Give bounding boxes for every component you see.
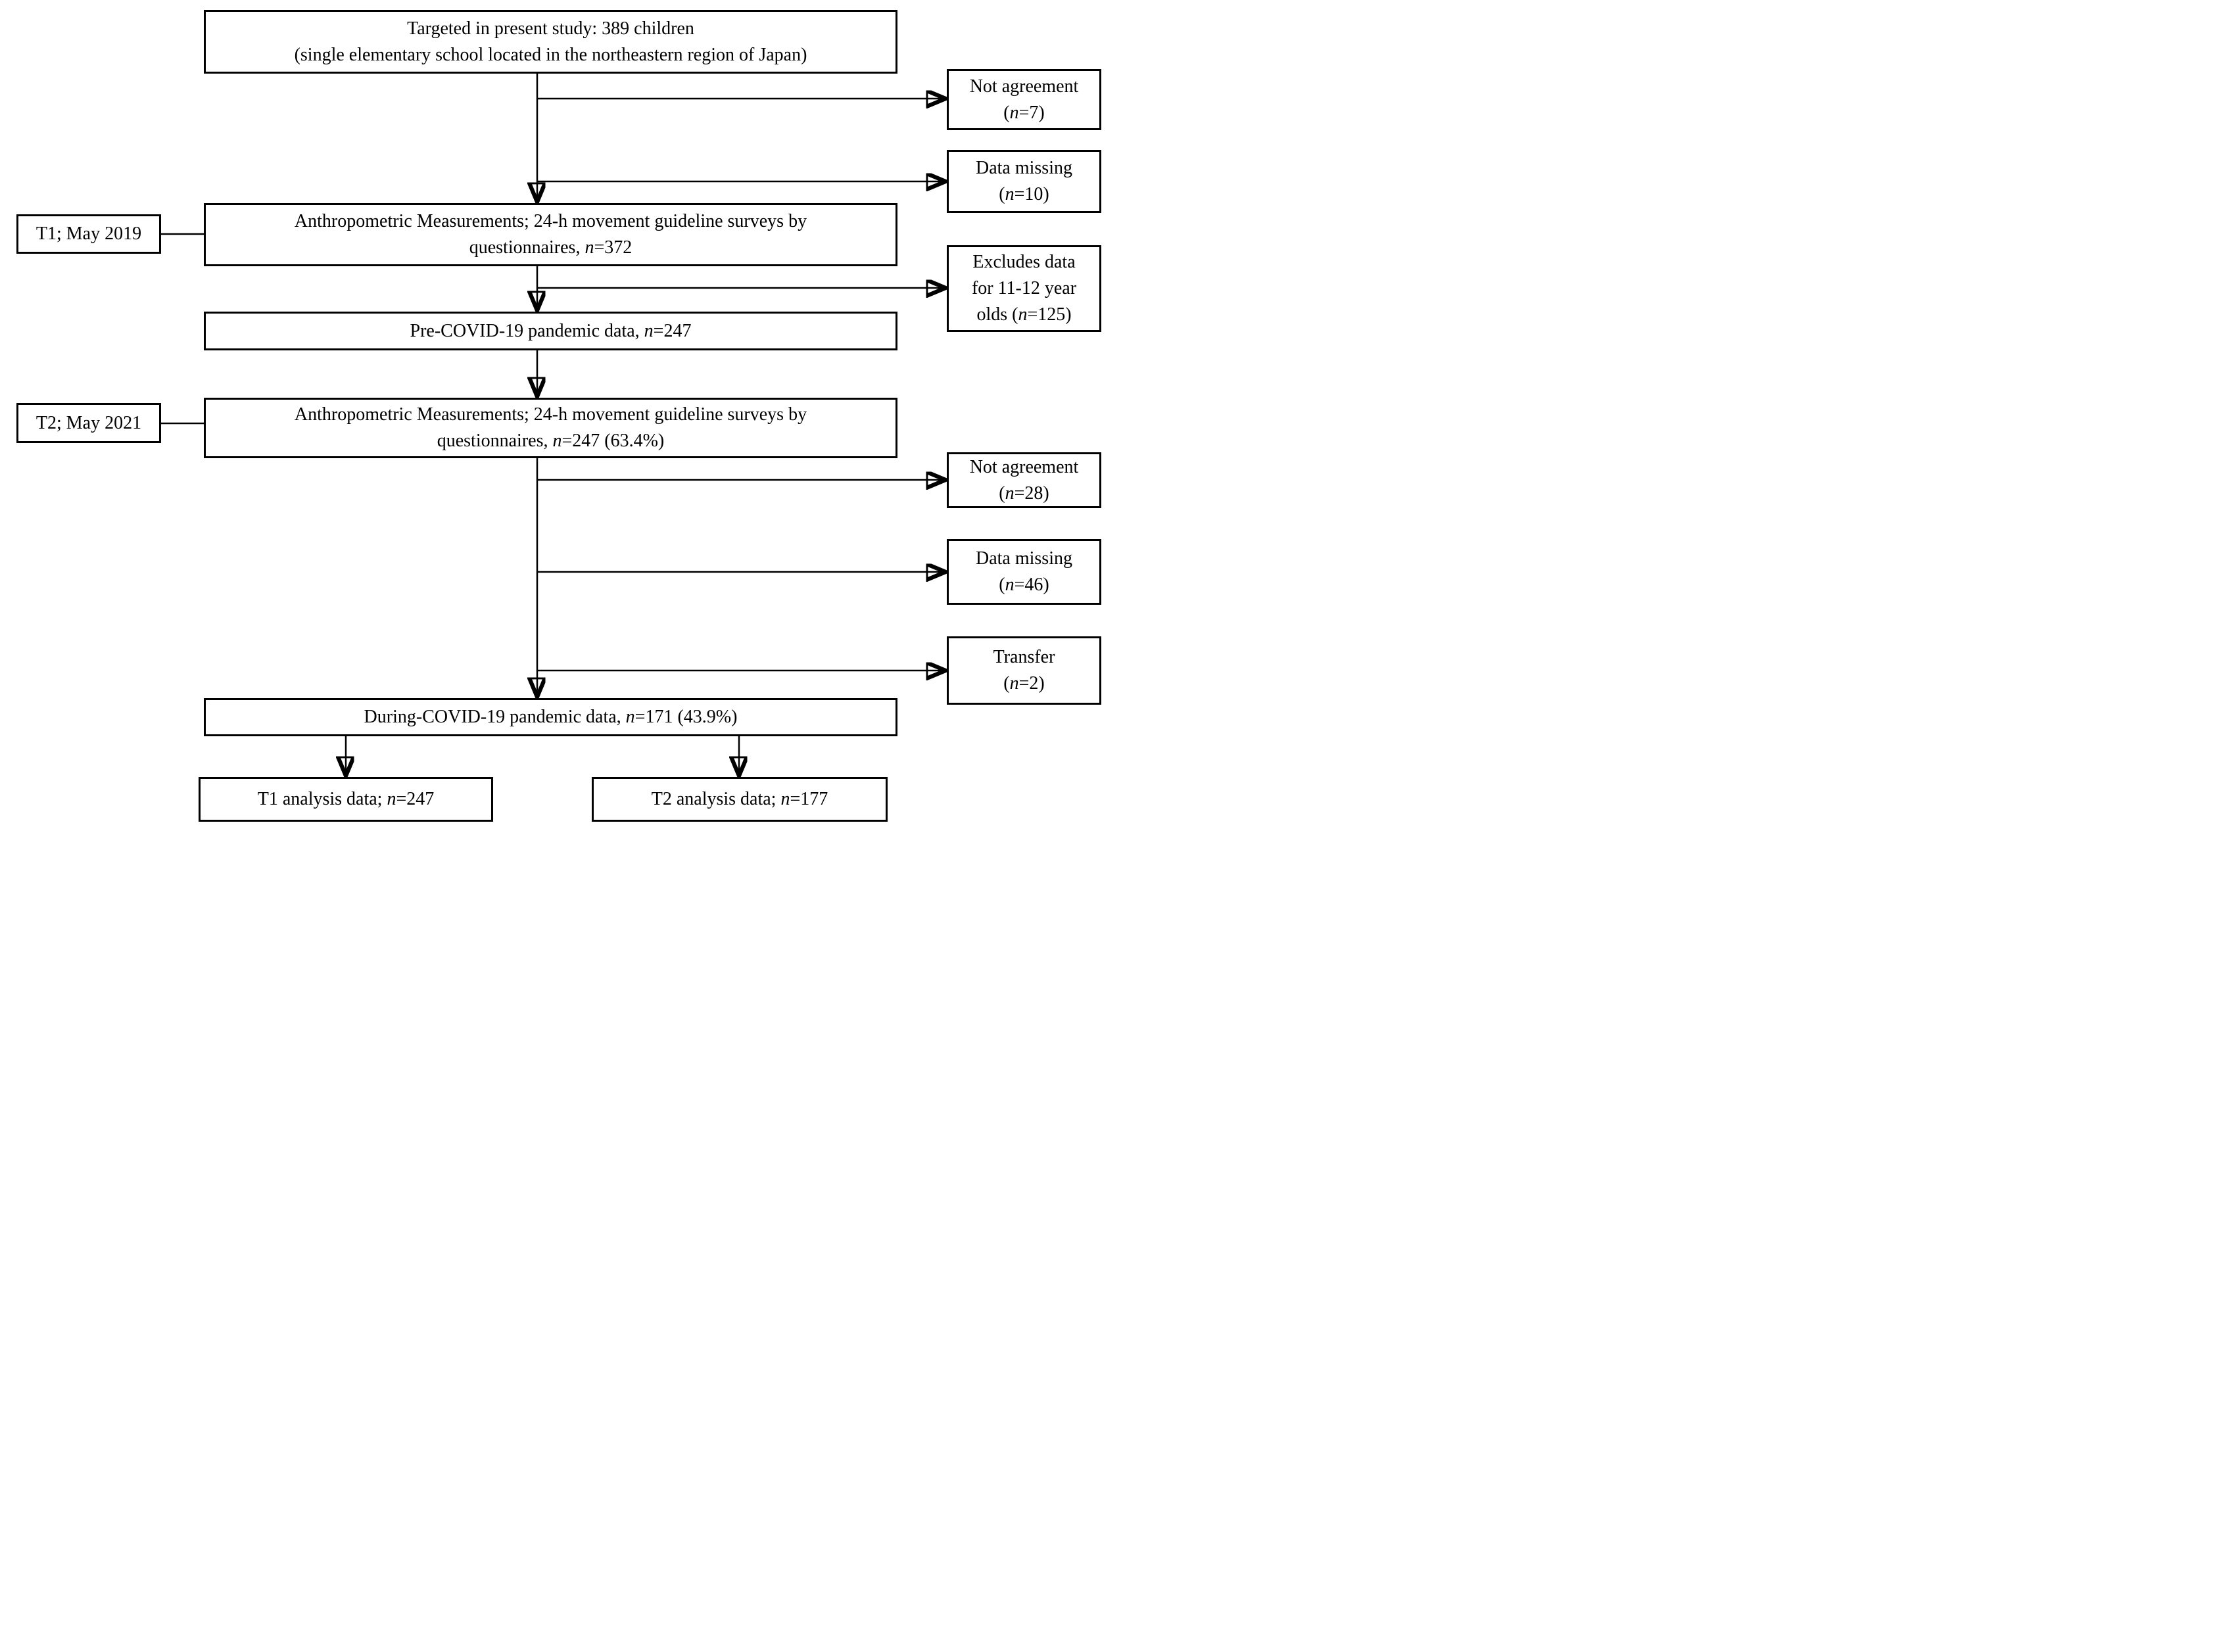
n-variable: n	[644, 320, 654, 341]
paren-open: (	[999, 483, 1005, 504]
n-variable: n	[585, 237, 594, 258]
count-value: =372	[594, 237, 633, 258]
data-missing-t1-label: Data missing	[976, 158, 1072, 179]
box-during-covid: During-COVID-19 pandemic data, n=171 (43…	[204, 698, 897, 736]
box-pre-covid: Pre-COVID-19 pandemic data, n=247	[204, 312, 897, 350]
count-value: =247	[653, 320, 692, 341]
n-variable: n	[1018, 304, 1028, 325]
box-targeted: Targeted in present study: 389 children …	[204, 10, 897, 74]
not-agreement-t1-label: Not agreement	[969, 76, 1079, 97]
t1-analysis-text: T1 analysis data; n=247	[258, 786, 435, 813]
targeted-line1: Targeted in present study: 389 children	[407, 18, 694, 39]
paren-open: (	[1003, 102, 1010, 123]
data-missing-t1-count: (n=10)	[999, 181, 1049, 208]
paren-open: (	[999, 575, 1005, 595]
t1-survey-line1: Anthropometric Measurements; 24-h moveme…	[294, 211, 807, 232]
count-value: =247	[396, 789, 435, 810]
count-value: =28)	[1014, 483, 1049, 504]
excludes-line3: olds (n=125)	[976, 302, 1071, 328]
excludes-line3-text: olds (	[976, 304, 1018, 325]
t1-timepoint-text: T1; May 2019	[36, 224, 142, 245]
count-value: =177	[790, 789, 828, 810]
t2-survey-line1: Anthropometric Measurements; 24-h moveme…	[294, 404, 807, 425]
n-variable: n	[625, 707, 635, 728]
flow-diagram: Targeted in present study: 389 children …	[0, 0, 1110, 826]
box-t1-timepoint-label: T1; May 2019	[16, 214, 161, 254]
n-variable: n	[1005, 184, 1015, 204]
box-data-missing-t2: Data missing (n=46)	[947, 539, 1101, 605]
count-value: =46)	[1014, 575, 1049, 595]
t1-survey-line2: questionnaires, n=372	[469, 235, 633, 261]
box-t2-timepoint-label: T2; May 2021	[16, 403, 161, 443]
pre-covid-text: Pre-COVID-19 pandemic data, n=247	[410, 318, 692, 344]
t2-analysis-text: T2 analysis data; n=177	[652, 786, 828, 813]
count-value: =125)	[1027, 304, 1072, 325]
not-agreement-t1-count: (n=7)	[1003, 100, 1044, 126]
count-value: =7)	[1018, 102, 1045, 123]
t1-analysis-label: T1 analysis data;	[257, 789, 387, 810]
n-variable: n	[1009, 102, 1019, 123]
t1-survey-line2-text: questionnaires,	[469, 237, 585, 258]
box-t2-analysis: T2 analysis data; n=177	[592, 777, 888, 822]
during-covid-text: During-COVID-19 pandemic data, n=171 (43…	[364, 704, 738, 730]
t2-analysis-label: T2 analysis data;	[651, 789, 781, 810]
box-t2-survey: Anthropometric Measurements; 24-h moveme…	[204, 398, 897, 458]
box-t1-survey: Anthropometric Measurements; 24-h moveme…	[204, 203, 897, 266]
data-missing-t2-label: Data missing	[976, 548, 1072, 569]
excludes-line2: for 11-12 year	[971, 278, 1077, 299]
during-covid-label: During-COVID-19 pandemic data,	[364, 707, 626, 728]
transfer-count: (n=2)	[1003, 671, 1044, 697]
count-value: =247 (63.4%)	[561, 431, 665, 451]
targeted-line2: (single elementary school located in the…	[294, 44, 807, 65]
connector-lines	[161, 74, 1110, 826]
count-value: =171 (43.9%)	[634, 707, 738, 728]
paren-open: (	[1003, 673, 1010, 694]
box-data-missing-t1: Data missing (n=10)	[947, 150, 1101, 213]
box-not-agreement-t2: Not agreement (n=28)	[947, 452, 1101, 508]
box-not-agreement-t1: Not agreement (n=7)	[947, 69, 1101, 130]
t2-timepoint-text: T2; May 2021	[36, 412, 142, 433]
box-excludes-11-12: Excludes data for 11-12 year olds (n=125…	[947, 245, 1101, 332]
transfer-label: Transfer	[993, 647, 1055, 668]
n-variable: n	[780, 789, 790, 810]
n-variable: n	[1005, 575, 1015, 595]
data-missing-t2-count: (n=46)	[999, 572, 1049, 598]
count-value: =2)	[1018, 673, 1045, 694]
box-t1-analysis: T1 analysis data; n=247	[199, 777, 493, 822]
t2-survey-line2-text: questionnaires,	[437, 431, 553, 451]
n-variable: n	[1009, 673, 1019, 694]
excludes-line1: Excludes data	[972, 252, 1076, 273]
pre-covid-label: Pre-COVID-19 pandemic data,	[410, 320, 644, 341]
not-agreement-t2-label: Not agreement	[969, 456, 1079, 477]
n-variable: n	[552, 431, 562, 451]
n-variable: n	[387, 789, 396, 810]
box-transfer: Transfer (n=2)	[947, 636, 1101, 705]
not-agreement-t2-count: (n=28)	[999, 481, 1049, 507]
paren-open: (	[999, 184, 1005, 204]
count-value: =10)	[1014, 184, 1049, 204]
n-variable: n	[1005, 483, 1015, 504]
t2-survey-line2: questionnaires, n=247 (63.4%)	[437, 428, 665, 454]
